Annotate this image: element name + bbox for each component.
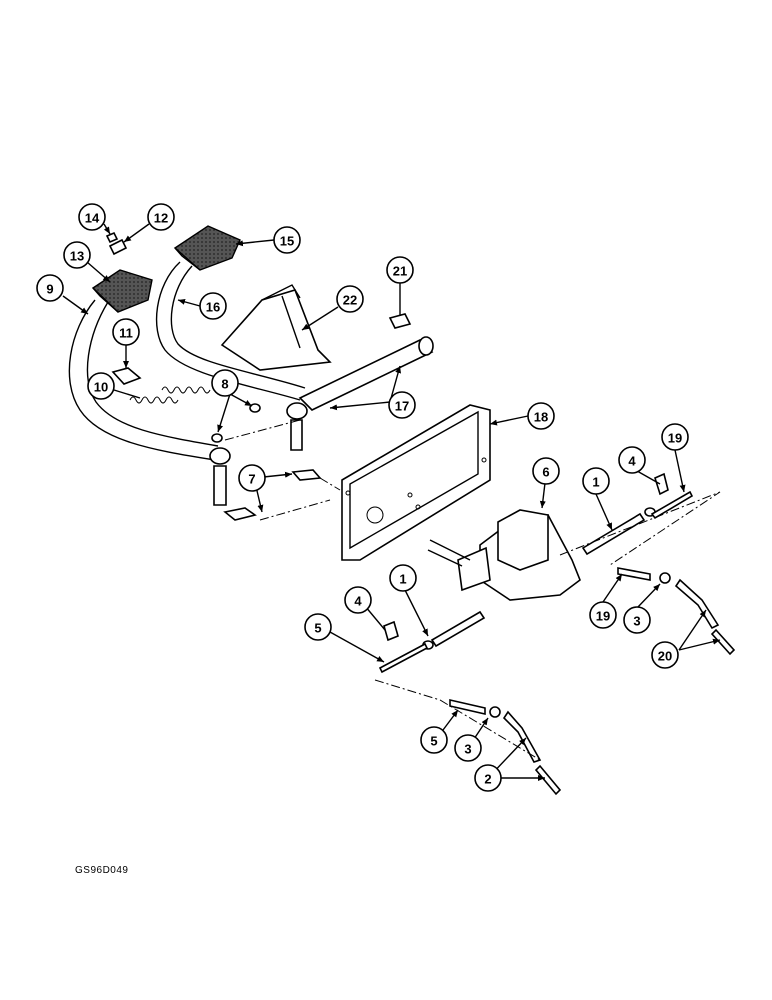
bracket-11 bbox=[111, 367, 142, 385]
callout-label: 3 bbox=[633, 614, 640, 629]
callout-9: 9 bbox=[36, 274, 64, 302]
pedal-arm-16 bbox=[155, 261, 306, 401]
callout-20: 20 bbox=[651, 641, 679, 669]
callout-4: 4 bbox=[618, 446, 646, 474]
pivot-hubs bbox=[209, 402, 308, 506]
callout-label: 5 bbox=[430, 734, 437, 749]
callout-label: 2 bbox=[484, 772, 491, 787]
callout-label: 4 bbox=[628, 454, 636, 469]
leader-lines bbox=[62, 223, 721, 781]
callout-14: 14 bbox=[78, 203, 106, 231]
cross-shaft-17 bbox=[298, 336, 434, 411]
fittings-right bbox=[581, 472, 736, 656]
pedal-pad-13 bbox=[91, 269, 153, 313]
callout-label: 15 bbox=[280, 234, 294, 249]
callout-11: 11 bbox=[112, 318, 140, 346]
callout-5: 5 bbox=[420, 726, 448, 754]
callout-10: 10 bbox=[87, 372, 115, 400]
pedal-pad-15 bbox=[173, 225, 241, 271]
callout-12: 12 bbox=[147, 203, 175, 231]
callout-19: 19 bbox=[661, 423, 689, 451]
callout-6: 6 bbox=[532, 457, 560, 485]
center-lines bbox=[224, 419, 721, 761]
pedal-arm-9 bbox=[68, 299, 219, 461]
callout-label: 13 bbox=[70, 249, 84, 264]
callout-label: 21 bbox=[393, 264, 407, 279]
support-plate-18 bbox=[341, 404, 491, 561]
callout-15: 15 bbox=[273, 226, 301, 254]
callout-18: 18 bbox=[527, 402, 555, 430]
callout-2: 2 bbox=[474, 764, 502, 792]
callout-3: 3 bbox=[623, 606, 651, 634]
callout-label: 16 bbox=[206, 300, 220, 315]
springs-10 bbox=[129, 386, 211, 404]
callout-label: 18 bbox=[534, 410, 548, 425]
screw-14 bbox=[105, 231, 119, 244]
callout-3: 3 bbox=[454, 734, 482, 762]
callout-label: 10 bbox=[94, 380, 108, 395]
callout-label: 3 bbox=[464, 742, 471, 757]
master-cylinder-6 bbox=[427, 509, 581, 601]
callout-label: 8 bbox=[221, 377, 228, 392]
callout-label: 17 bbox=[395, 399, 409, 414]
fittings-left bbox=[378, 610, 562, 796]
drawing-code: GS96D049 bbox=[75, 865, 129, 876]
cover-12 bbox=[108, 238, 128, 256]
callout-1: 1 bbox=[582, 467, 610, 495]
callout-8: 8 bbox=[211, 369, 239, 397]
callout-4: 4 bbox=[344, 586, 372, 614]
callout-16: 16 bbox=[199, 292, 227, 320]
callout-label: 12 bbox=[154, 211, 168, 226]
callout-label: 14 bbox=[85, 211, 100, 226]
callout-21: 21 bbox=[386, 256, 414, 284]
callout-label: 5 bbox=[314, 621, 321, 636]
callout-label: 9 bbox=[46, 282, 53, 297]
callout-5: 5 bbox=[304, 613, 332, 641]
callout-label: 19 bbox=[596, 609, 610, 624]
callout-label: 1 bbox=[592, 475, 599, 490]
boot-22 bbox=[220, 284, 332, 371]
callout-bubbles: 14 12 13 15 9 16 21 22 11 10 8 17 18 7 6 19 4 1 19 3 4 1 20 5 5 3… bbox=[36, 203, 689, 792]
washer-8 bbox=[211, 403, 261, 443]
callout-22: 22 bbox=[336, 285, 364, 313]
callout-label: 20 bbox=[658, 649, 672, 664]
callout-label: 4 bbox=[354, 594, 362, 609]
callout-1: 1 bbox=[389, 564, 417, 592]
callout-label: 19 bbox=[668, 431, 682, 446]
callout-label: 6 bbox=[542, 465, 549, 480]
callout-label: 22 bbox=[343, 293, 357, 308]
clip-21 bbox=[388, 313, 412, 329]
callout-19: 19 bbox=[589, 601, 617, 629]
callout-17: 17 bbox=[388, 391, 416, 419]
callout-7: 7 bbox=[238, 464, 266, 492]
callout-label: 11 bbox=[119, 326, 133, 341]
callout-label: 1 bbox=[399, 572, 406, 587]
callout-label: 7 bbox=[248, 472, 255, 487]
callout-13: 13 bbox=[63, 241, 91, 269]
